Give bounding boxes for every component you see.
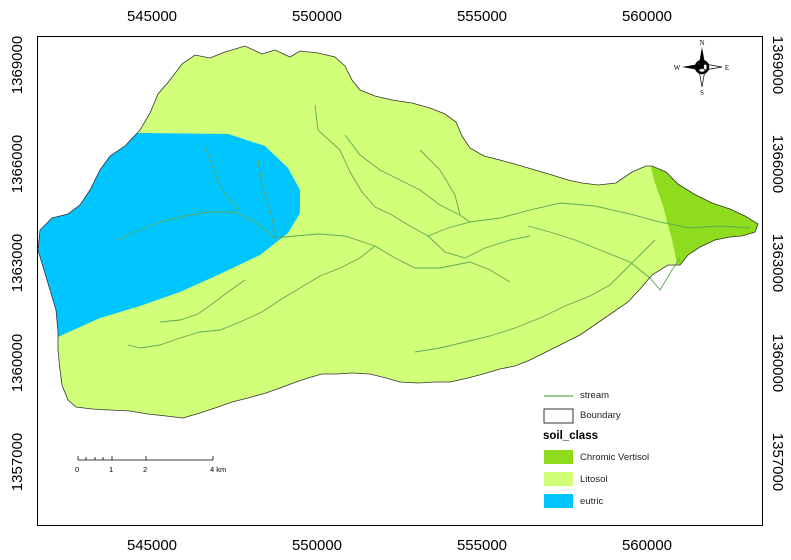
x-tick-top-560000: 560000 <box>621 8 673 25</box>
watershed-outline <box>37 45 759 419</box>
legend-swatch-eutric <box>544 494 573 508</box>
legend-title: soil_class <box>543 430 598 442</box>
north-arrow-icon: N S E W <box>674 39 729 97</box>
x-tick-bottom-550000: 550000 <box>291 537 343 554</box>
scale-label-2: 2 <box>143 465 148 474</box>
legend-boundary-symbol <box>543 408 574 424</box>
x-tick-top-545000: 545000 <box>126 8 178 25</box>
x-tick-bottom-560000: 560000 <box>621 537 673 554</box>
south-label: S <box>700 89 704 97</box>
x-tick-bottom-555000: 555000 <box>456 537 508 554</box>
east-label: E <box>725 64 729 72</box>
legend-stream-label: stream <box>580 390 610 401</box>
scale-label-4km: 4 km <box>210 465 227 474</box>
legend-label-litosol: Litosol <box>580 474 608 485</box>
north-label: N <box>699 39 704 47</box>
legend-label-chromic-vertisol: Chromic Vertisol <box>580 452 650 463</box>
legend-label-eutric: eutric <box>580 496 604 507</box>
west-label: W <box>674 64 681 72</box>
legend-swatch-chromic-vertisol <box>544 450 573 464</box>
scale-label-0: 0 <box>75 465 80 474</box>
legend-boundary-label: Boundary <box>580 410 621 421</box>
x-tick-top-550000: 550000 <box>291 8 343 25</box>
legend-swatch-litosol <box>544 472 573 486</box>
scale-bar <box>77 456 214 461</box>
x-tick-top-555000: 555000 <box>456 8 508 25</box>
x-tick-bottom-545000: 545000 <box>126 537 178 554</box>
scale-label-1: 1 <box>109 465 114 474</box>
stream-network <box>117 104 751 353</box>
